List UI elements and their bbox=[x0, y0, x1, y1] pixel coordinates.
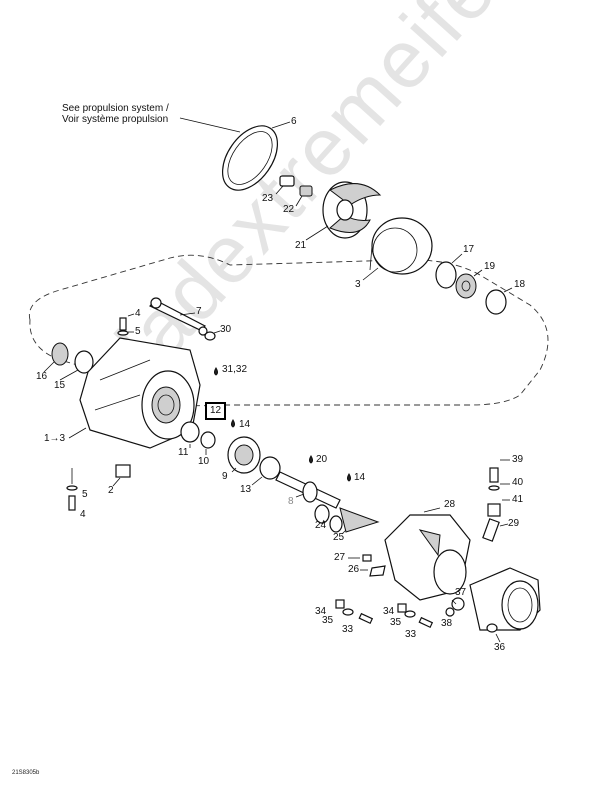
callout-4-top: 4 bbox=[135, 308, 141, 319]
callout-24: 24 bbox=[315, 520, 327, 531]
part-36-steering-nozzle bbox=[469, 567, 541, 633]
callout-5-top: 5 bbox=[135, 326, 141, 337]
callout-36: 36 bbox=[494, 642, 506, 653]
part-16-seal bbox=[51, 342, 69, 366]
part-1-housing bbox=[79, 337, 201, 449]
callout-19: 19 bbox=[484, 261, 496, 272]
lubricant-icon-14b bbox=[347, 473, 351, 482]
callout-11: 11 bbox=[178, 447, 189, 458]
part-9-bearing bbox=[227, 436, 261, 474]
callout-20: 20 bbox=[316, 454, 328, 465]
callout-17: 17 bbox=[463, 244, 475, 255]
callout-6: 6 bbox=[291, 116, 297, 127]
part-39-screw bbox=[489, 467, 499, 483]
part-3-wear-ring bbox=[369, 217, 433, 275]
callout-33-right: 33 bbox=[405, 629, 417, 640]
callout-16: 16 bbox=[36, 371, 48, 382]
lubricant-icon-31-32 bbox=[214, 367, 218, 376]
part-41-spacer bbox=[487, 503, 501, 517]
callout-38: 38 bbox=[441, 618, 453, 629]
part-23-bushing bbox=[279, 175, 295, 187]
callout-2: 2 bbox=[108, 485, 114, 496]
callout-14-a: 14 bbox=[239, 419, 251, 430]
callout-39: 39 bbox=[512, 454, 524, 465]
callout-40: 40 bbox=[512, 477, 524, 488]
lubricant-icon-14a bbox=[231, 419, 235, 428]
callout-7: 7 bbox=[196, 306, 202, 317]
part-8-shaft bbox=[275, 471, 341, 509]
assembly-boundary bbox=[28, 254, 549, 407]
part-40-washer bbox=[488, 485, 500, 491]
callout-30: 30 bbox=[220, 324, 232, 335]
part-18-oring bbox=[485, 289, 507, 315]
part-38-nut bbox=[445, 607, 455, 617]
lubricant-icon-20 bbox=[309, 455, 313, 464]
callout-41: 41 bbox=[512, 494, 524, 505]
callout-5-bottom: 5 bbox=[82, 489, 88, 500]
callout-31-32: 31,32 bbox=[222, 364, 248, 375]
part-26-bracket bbox=[369, 565, 386, 577]
part-24-seal bbox=[314, 504, 330, 524]
part-25-cone bbox=[339, 507, 380, 533]
callout-35-right: 35 bbox=[390, 617, 402, 628]
part-15-oring bbox=[74, 350, 94, 374]
part-17-seal bbox=[435, 261, 457, 289]
fastener-group-left bbox=[335, 599, 374, 625]
part-4-screw-lower bbox=[68, 495, 76, 511]
callout-13: 13 bbox=[240, 484, 252, 495]
callout-8: 8 bbox=[288, 496, 294, 507]
part-27-bolt bbox=[362, 554, 372, 562]
figure-id: 21S8305b bbox=[12, 770, 40, 776]
callout-25: 25 bbox=[333, 532, 345, 543]
callout-37: 37 bbox=[455, 587, 467, 598]
part-11-spacer bbox=[180, 421, 200, 443]
callout-33-left: 33 bbox=[342, 624, 354, 635]
part-13-clip bbox=[259, 456, 281, 480]
callout-1-to-3: 1→3 bbox=[44, 433, 66, 444]
part-10-ring bbox=[200, 431, 216, 449]
callout-23: 23 bbox=[262, 193, 274, 204]
part-5-washer-lower bbox=[66, 485, 78, 491]
callout-26: 26 bbox=[348, 564, 360, 575]
part-37-washer bbox=[451, 597, 465, 611]
callout-18: 18 bbox=[514, 279, 526, 290]
callout-10: 10 bbox=[198, 456, 210, 467]
callout-15: 15 bbox=[54, 380, 66, 391]
caption-line-1: See propulsion system / bbox=[62, 103, 169, 114]
caption-line-2: Voir système propulsion bbox=[62, 114, 169, 125]
propulsion-caption: See propulsion system / Voir système pro… bbox=[62, 103, 169, 125]
part-22-nut bbox=[299, 185, 313, 197]
part-19-cap bbox=[455, 273, 477, 299]
part-4-screw-top bbox=[119, 317, 127, 331]
callout-22: 22 bbox=[283, 204, 295, 215]
callout-14-b: 14 bbox=[354, 472, 366, 483]
part-6-ring bbox=[221, 125, 279, 191]
callout-34-right: 34 bbox=[383, 606, 395, 617]
callout-21: 21 bbox=[295, 240, 307, 251]
callout-28: 28 bbox=[444, 499, 456, 510]
callout-35-left: 35 bbox=[322, 615, 334, 626]
callout-3: 3 bbox=[355, 279, 361, 290]
callout-12-highlighted: 12 bbox=[205, 402, 227, 420]
part-2-block bbox=[115, 464, 131, 478]
caption-leader bbox=[179, 117, 241, 133]
callout-9: 9 bbox=[222, 471, 228, 482]
callout-27: 27 bbox=[334, 552, 346, 563]
fastener-group-right bbox=[397, 603, 434, 629]
part-29-pin bbox=[482, 518, 500, 542]
part-30-washer bbox=[204, 331, 216, 341]
callout-4-bottom: 4 bbox=[80, 509, 86, 520]
part-21-impeller bbox=[322, 181, 382, 239]
callout-34-left: 34 bbox=[315, 606, 327, 617]
part-28-nozzle bbox=[384, 514, 471, 601]
callout-29: 29 bbox=[508, 518, 520, 529]
